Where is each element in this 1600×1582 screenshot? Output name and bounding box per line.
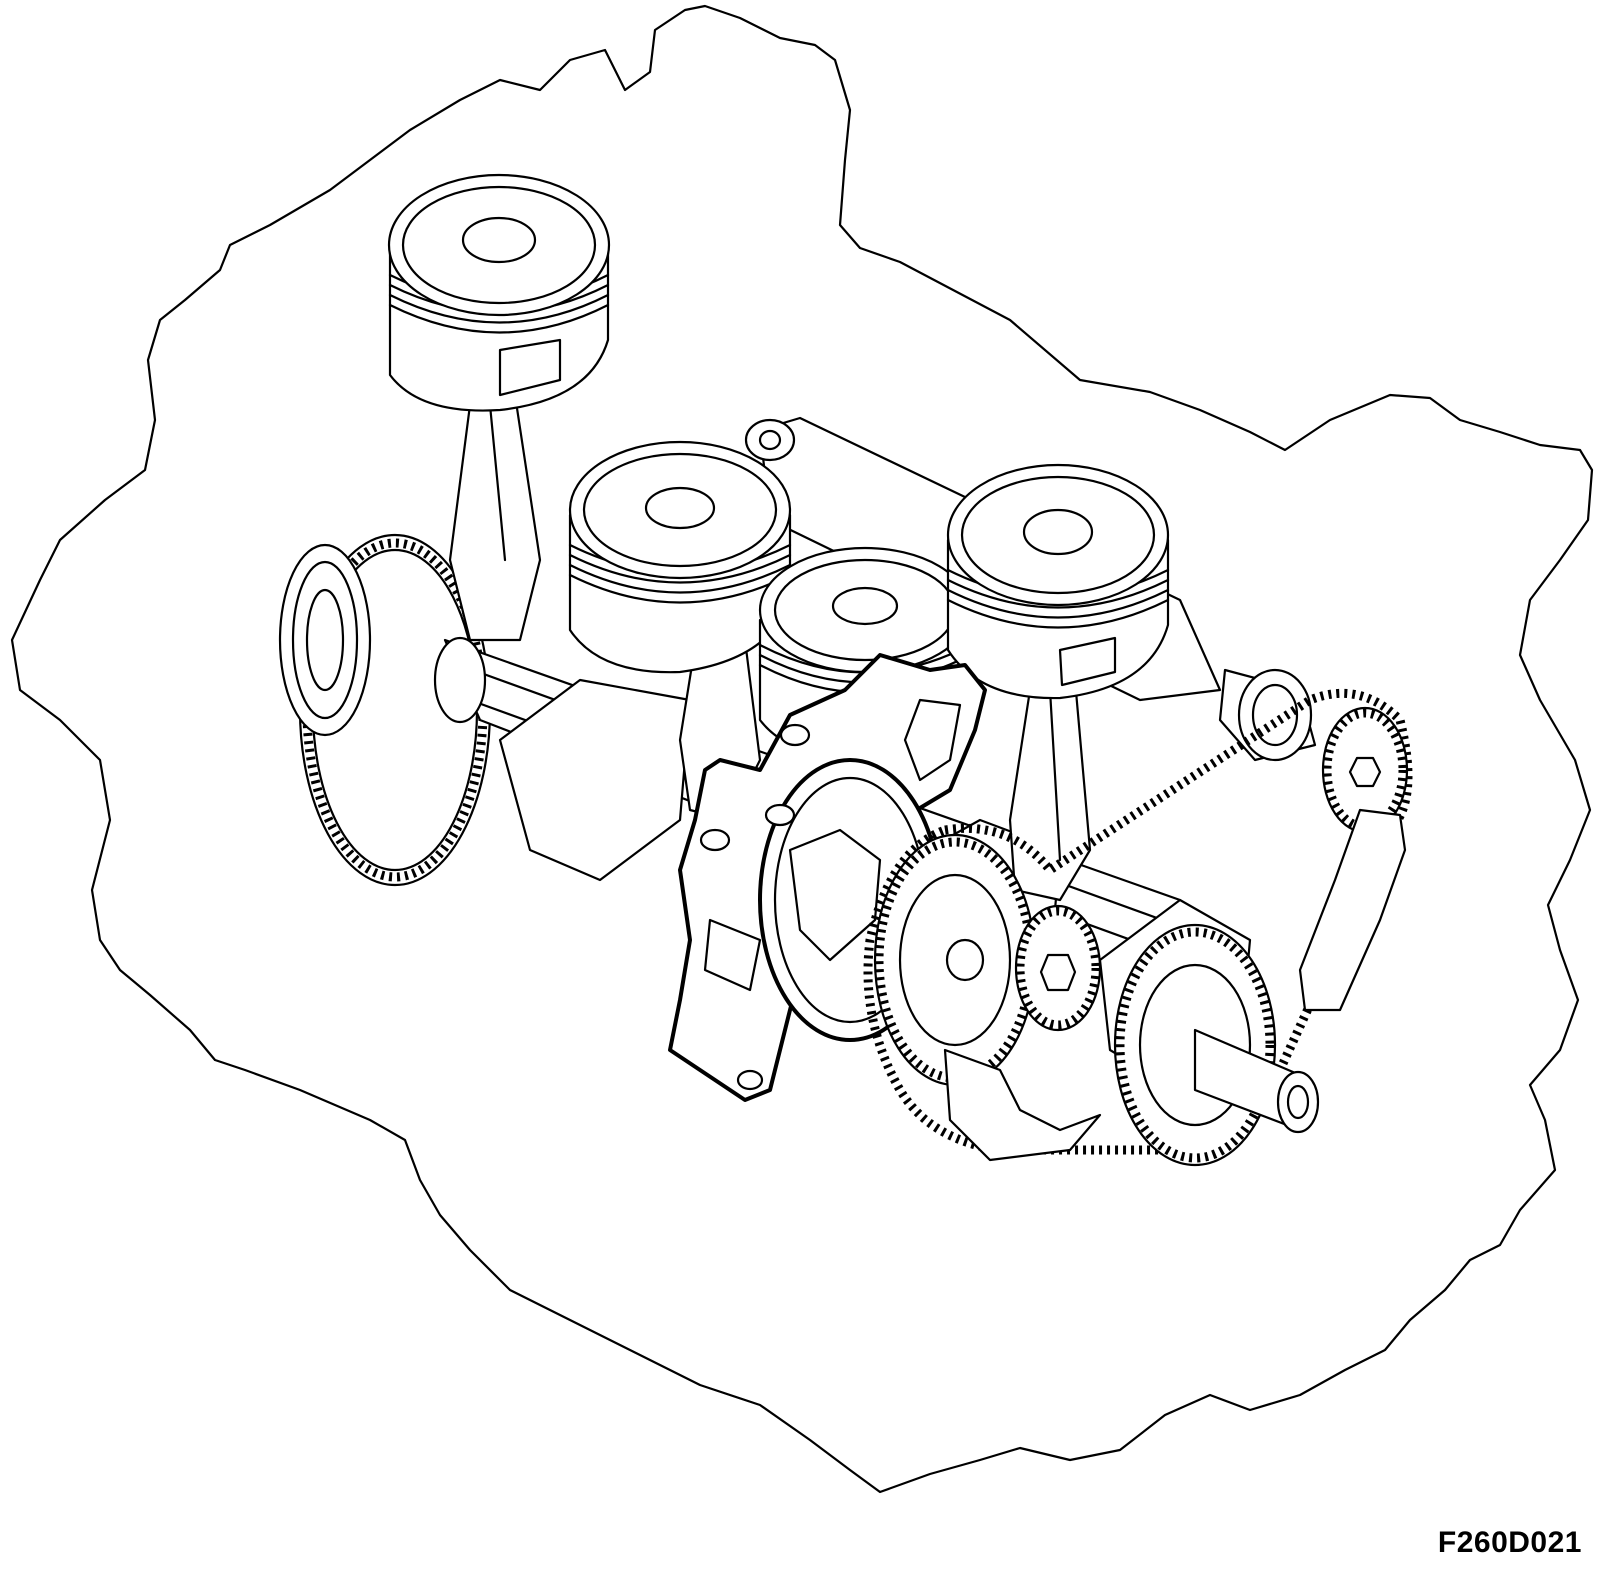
upper-right-sprocket — [1321, 706, 1409, 834]
flywheel-reluctor-ring — [278, 533, 492, 887]
piston-4 — [946, 463, 1170, 700]
piston-1 — [387, 173, 611, 412]
balance-shaft-sprocket — [1113, 923, 1320, 1167]
engine-block-cutaway-outline — [10, 4, 1594, 1494]
crank-sprocket — [873, 833, 1037, 1087]
rail-boss — [744, 418, 796, 462]
rear-journal — [1218, 668, 1317, 762]
chain-guide — [1298, 808, 1407, 1012]
chain-tensioner — [943, 1048, 1102, 1162]
idler-sprocket — [1014, 904, 1102, 1032]
piston-2 — [568, 440, 792, 674]
figure-code-label: F260D021 — [1437, 1526, 1582, 1559]
